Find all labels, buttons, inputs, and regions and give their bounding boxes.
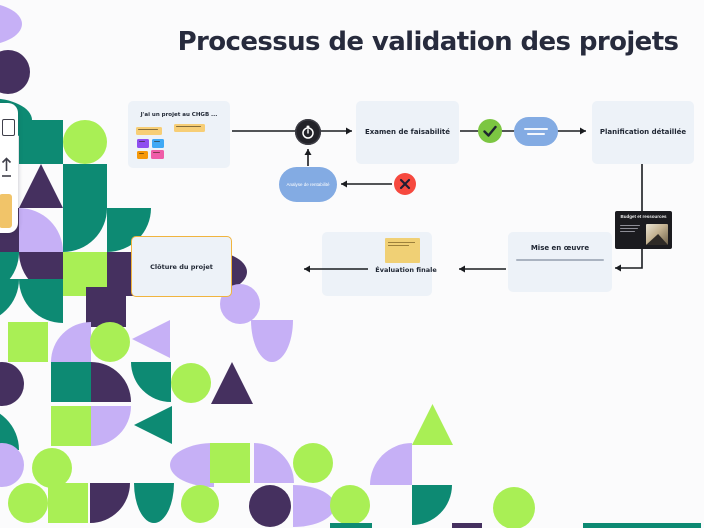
chip-text-line <box>138 129 158 130</box>
sticky-text-line <box>388 245 409 246</box>
idea-card-title: J'ai un projet au CHGB ... <box>140 112 218 118</box>
pattern-tile <box>19 120 63 164</box>
pattern-tile <box>134 406 172 444</box>
idea-card[interactable]: J'ai un projet au CHGB ... <box>128 101 230 168</box>
pattern-tile <box>330 485 370 525</box>
pattern-tile <box>412 485 452 525</box>
pattern-tile <box>170 443 214 487</box>
pattern-tile <box>249 485 291 527</box>
pill-text-line <box>524 128 548 130</box>
pattern-tile <box>132 320 170 358</box>
pattern-tile <box>131 362 171 402</box>
budget-text-line <box>620 231 635 232</box>
pattern-tile <box>134 483 174 523</box>
pattern-tile <box>0 279 19 323</box>
pattern-tile <box>493 487 535 528</box>
pattern-tile <box>0 362 24 406</box>
pattern-tile <box>293 443 333 483</box>
closure-label: Clôture du projet <box>150 263 213 271</box>
pattern-tile <box>51 362 91 402</box>
budget-card-title: Budget et ressources <box>620 214 667 219</box>
page-title[interactable]: Processus de validation des projets <box>177 27 679 57</box>
pattern-tile <box>86 287 126 327</box>
check-icon[interactable] <box>478 119 502 143</box>
sticky[interactable] <box>152 139 164 148</box>
pattern-tile <box>210 443 250 483</box>
sticky[interactable] <box>151 150 164 159</box>
pattern-tile <box>90 322 130 362</box>
pattern-tile <box>63 164 107 208</box>
pattern-tile <box>583 523 701 528</box>
pill-text-line <box>527 133 545 135</box>
go-note-pill[interactable] <box>514 117 558 146</box>
chip-text-line <box>154 141 160 142</box>
evaluation-box[interactable]: Évaluation finale <box>322 232 437 296</box>
cross-icon[interactable] <box>394 173 416 195</box>
sticky[interactable] <box>137 139 149 148</box>
planning-label: Planification détaillée <box>599 128 687 136</box>
pattern-tile <box>32 448 72 488</box>
pattern-tile <box>251 320 293 362</box>
sticky[interactable] <box>137 151 148 159</box>
implementation-subtext <box>516 259 604 261</box>
color-swatch[interactable] <box>0 194 12 228</box>
planning-box[interactable]: Planification détaillée <box>592 101 694 164</box>
pattern-tile <box>0 443 24 487</box>
feasibility-box[interactable]: Examen de faisabilité <box>356 101 459 164</box>
budget-photo <box>646 224 668 245</box>
pattern-tile <box>181 485 219 523</box>
budget-text-line <box>620 225 640 226</box>
export-arrow-icon[interactable] <box>0 156 13 179</box>
photo-hand-shape <box>646 233 668 245</box>
closure-box[interactable]: Clôture du projet <box>131 236 232 297</box>
pattern-tile <box>51 322 91 362</box>
pattern-tile <box>48 483 88 523</box>
pattern-tile <box>330 523 372 528</box>
sticky-text-line <box>388 242 415 243</box>
chip-text-line <box>153 152 160 153</box>
evaluation-sticky-note[interactable] <box>385 238 420 263</box>
implementation-box[interactable]: Mise en œuvre <box>508 232 612 292</box>
profitability-label: Analyse de rentabilité <box>286 182 330 187</box>
left-toolbar[interactable] <box>0 103 18 233</box>
header-note[interactable] <box>136 127 162 135</box>
profitability-pill[interactable]: Analyse de rentabilité <box>279 167 337 202</box>
pattern-tile <box>0 50 30 94</box>
pattern-tile <box>51 406 91 446</box>
chip-text-line <box>176 126 201 127</box>
pattern-tile <box>0 2 22 46</box>
implementation-label: Mise en œuvre <box>530 244 590 252</box>
pattern-tile <box>370 443 412 485</box>
pattern-tile <box>91 406 131 446</box>
stopwatch-icon[interactable] <box>295 119 321 145</box>
pattern-tile <box>91 362 131 402</box>
pattern-tile <box>293 485 335 527</box>
idea-card-chips <box>128 101 230 168</box>
evaluation-label: Évaluation finale <box>375 266 437 274</box>
pattern-tile <box>171 363 211 403</box>
header-note[interactable] <box>174 124 205 132</box>
feasibility-label: Examen de faisabilité <box>364 128 451 136</box>
chip-text-line <box>139 153 144 154</box>
pattern-tile <box>63 208 107 252</box>
frame-tool-icon[interactable] <box>2 119 15 136</box>
pattern-tile <box>8 483 48 523</box>
budget-text-line <box>620 228 638 229</box>
pattern-tile <box>412 404 453 445</box>
pattern-tile <box>211 362 253 404</box>
pattern-tile <box>63 120 107 164</box>
budget-card[interactable]: Budget et ressources <box>615 211 672 249</box>
pattern-tile <box>8 322 48 362</box>
pattern-tile <box>19 164 63 208</box>
pattern-tile <box>90 483 130 523</box>
pattern-tile <box>19 279 63 323</box>
pattern-tile <box>19 208 63 252</box>
pattern-tile <box>254 443 294 483</box>
chip-text-line <box>139 141 145 142</box>
pattern-tile <box>452 523 482 528</box>
